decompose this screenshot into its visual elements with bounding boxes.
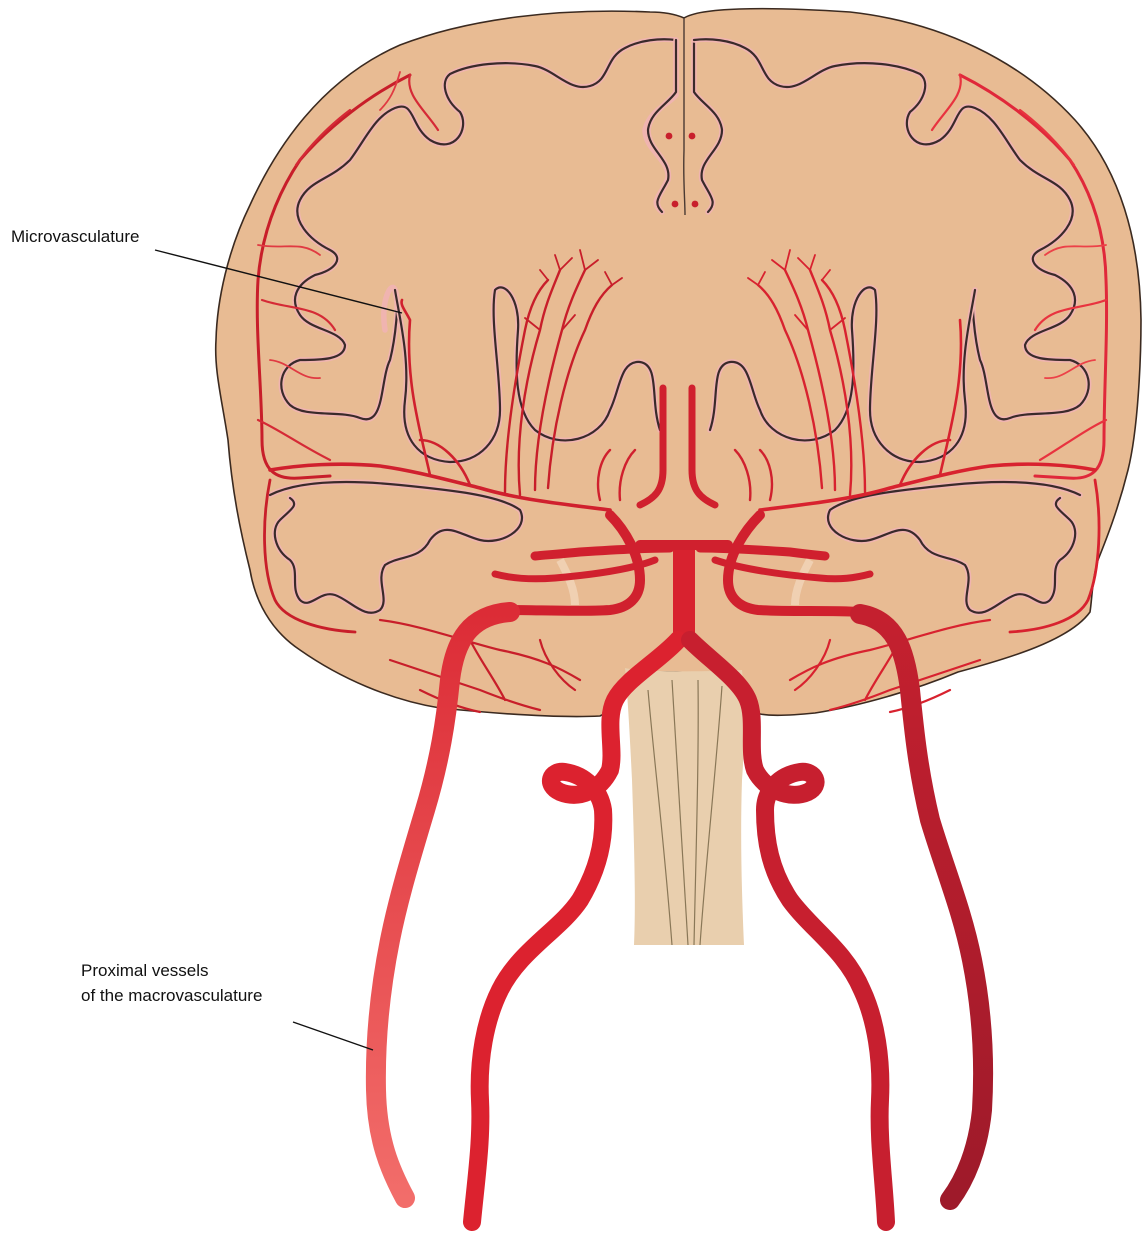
proximal-vessels-label-line-1: Proximal vessels [81,961,209,980]
proximal-vessels-leader-line [293,1022,373,1050]
brainstem [625,668,744,945]
proximal-vessels-label-line-2: of the macrovasculature [81,986,262,1005]
microvasculature-label: Microvasculature [11,227,140,246]
